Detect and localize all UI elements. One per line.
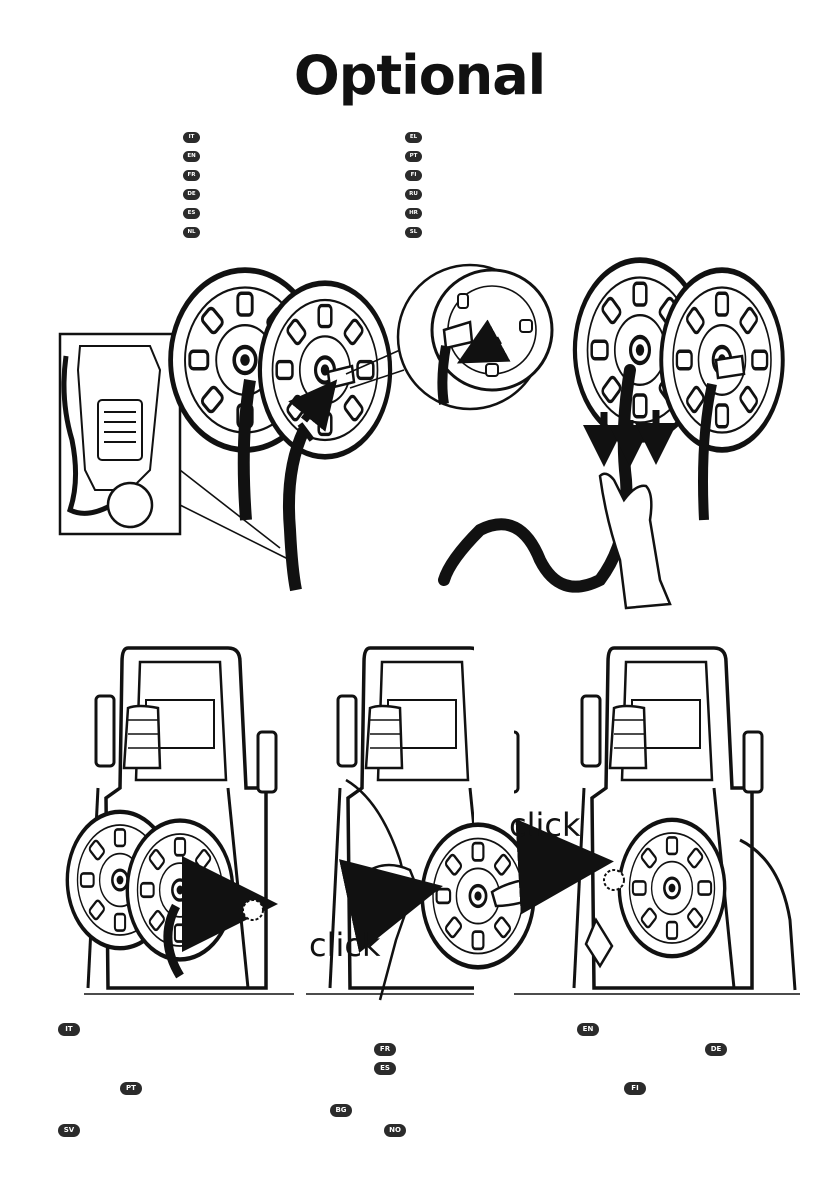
lang-badge-en-bottom: EN — [577, 1023, 599, 1036]
lang-badge-bg-bottom: BG — [330, 1104, 352, 1117]
lang-badge-nl: NL — [183, 227, 200, 238]
lang-badge-no-bottom: NO — [384, 1124, 406, 1137]
click-label-2: click — [509, 806, 581, 844]
lang-badge-pt-bottom: PT — [120, 1082, 142, 1095]
lang-badge-fi-bottom: FI — [624, 1082, 646, 1095]
lang-badge-ru: RU — [405, 189, 422, 200]
lang-badge-el: EL — [405, 132, 422, 143]
lang-badge-es-bottom: ES — [374, 1062, 396, 1075]
lang-badge-fr-bottom: FR — [374, 1043, 396, 1056]
lang-badge-de-bottom: DE — [705, 1043, 727, 1056]
lang-badge-it: IT — [183, 132, 200, 143]
lang-badge-fi: FI — [405, 170, 422, 181]
lang-badge-sv-bottom: SV — [58, 1124, 80, 1137]
lang-badge-hr: HR — [405, 208, 422, 219]
lang-badge-de: DE — [183, 189, 200, 200]
lang-badge-sl: SL — [405, 227, 422, 238]
lang-badge-es: ES — [183, 208, 200, 219]
click-label-1: click — [309, 926, 381, 964]
lang-badge-pt: PT — [405, 151, 422, 162]
lang-badge-fr: FR — [183, 170, 200, 181]
lang-badge-en: EN — [183, 151, 200, 162]
lang-badge-it-bottom: IT — [58, 1023, 80, 1036]
page-title: Optional — [293, 44, 546, 107]
